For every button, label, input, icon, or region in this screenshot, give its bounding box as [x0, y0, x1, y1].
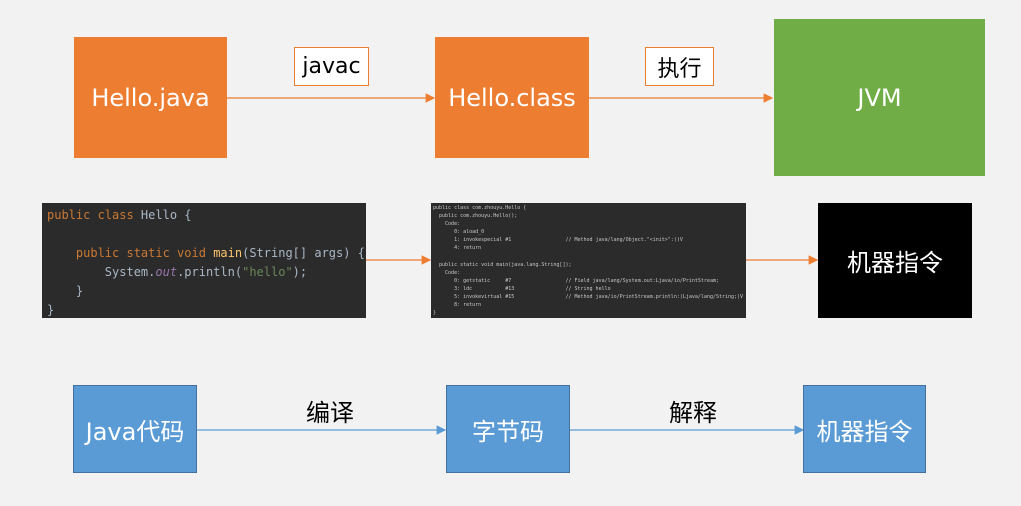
bytecode-line: 3: ldc #13 // String hello	[433, 285, 611, 292]
javac-label: javac	[294, 47, 369, 86]
bytecode-line: 0: getstatic #7 // Field java/lang/Syste…	[433, 277, 719, 284]
code-line-4: }	[75, 284, 84, 298]
bytecode-line	[433, 253, 746, 261]
code-line-2: public static void main(String[] args) {	[75, 246, 365, 260]
code-line-1: public class Hello {	[47, 208, 192, 222]
java-code-label: Java代码	[85, 417, 185, 446]
hello-java-label: Hello.java	[91, 83, 210, 112]
hello-class-box: Hello.class	[435, 37, 589, 158]
hello-class-label: Hello.class	[448, 83, 576, 112]
interpret-label: 解释	[669, 399, 717, 427]
javac-text: javac	[302, 54, 361, 79]
machine-code-box: 机器指令	[803, 385, 926, 473]
bytecode-line: Code:	[433, 269, 461, 276]
java-code-box: Java代码	[73, 385, 197, 473]
bytecode-box: 字节码	[446, 385, 570, 473]
bytecode-line: 0: aload_0	[433, 229, 485, 236]
jvm-box: JVM	[774, 19, 985, 176]
bytecode-line: public class com.zhouyu.Hello {	[433, 205, 527, 211]
execute-label: 执行	[645, 47, 714, 86]
bytecode-label: 字节码	[472, 417, 544, 446]
bytecode-line: Code:	[433, 221, 461, 228]
compile-label: 编译	[306, 399, 354, 427]
jvm-label: JVM	[857, 83, 902, 112]
bytecode-line: 8: return	[433, 302, 482, 309]
bytecode-line: 4: return	[433, 245, 482, 252]
execute-text: 执行	[657, 56, 702, 82]
bytecode-panel: public class com.zhouyu.Hello { public c…	[431, 203, 746, 318]
machine-code-label: 机器指令	[816, 417, 913, 446]
code-line-blank	[47, 227, 54, 241]
bytecode-line: }	[433, 310, 437, 317]
hello-java-box: Hello.java	[74, 37, 227, 158]
machine-instructions-label: 机器指令	[847, 249, 943, 277]
bytecode-line: public com.zhouyu.Hello();	[433, 213, 518, 220]
bytecode-line: 1: invokespecial #1 // Method java/lang/…	[433, 237, 683, 244]
machine-instructions-box: 机器指令	[818, 203, 972, 318]
bytecode-line: public static void main(java.lang.String…	[433, 261, 572, 268]
code-line-5: }	[47, 303, 55, 317]
code-line-3: System.out.println("hello");	[104, 265, 308, 279]
java-source-code-panel: public class Hello { public static void …	[42, 203, 366, 318]
bytecode-line: 5: invokevirtual #15 // Method java/io/P…	[433, 294, 744, 301]
